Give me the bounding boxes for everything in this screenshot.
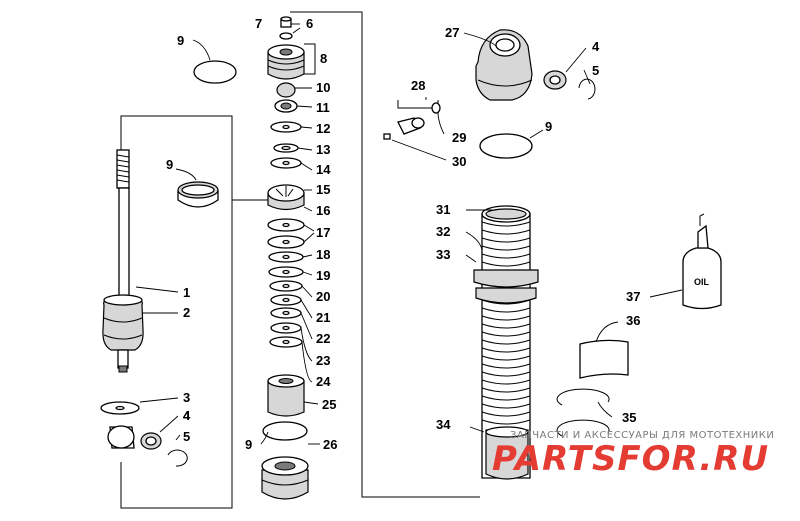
callout-labels: 1 2 3 4 5 6 7 8 9 10 11 12 13 14 15 16 1… [166,16,710,452]
callout-20: 20 [316,289,330,304]
callout-18: 18 [316,247,330,262]
callout-2: 2 [183,305,190,320]
callout-16: 16 [316,203,330,218]
shock-body [383,29,596,480]
callout-3: 3 [183,390,190,405]
callout-9-right: 9 [545,119,552,134]
callout-5: 5 [183,429,190,444]
callout-9-mid: 9 [166,157,173,172]
callout-5-right: 5 [592,63,599,78]
callout-30: 30 [452,154,466,169]
callout-6: 6 [306,16,313,31]
callout-31: 31 [436,202,450,217]
callout-23: 23 [316,353,330,368]
callout-27: 27 [445,25,459,40]
callout-17: 17 [316,225,330,240]
callout-11: 11 [316,100,330,115]
callout-25: 25 [322,397,336,412]
leader-lines [135,23,683,445]
o-ring-9-top [193,60,237,84]
shaft-assembly [100,149,188,467]
callout-14: 14 [316,162,331,177]
callout-37: 37 [626,289,640,304]
oil-bottle [682,213,722,310]
bearing-9-mid [177,181,219,208]
callout-12: 12 [316,121,330,136]
spring-retainer-rings [556,339,629,437]
callout-21: 21 [316,310,330,325]
callout-7: 7 [255,16,262,31]
callout-34: 34 [436,417,451,432]
callout-10: 10 [316,80,330,95]
assembly-frame-lines [120,11,480,509]
callout-15: 15 [316,182,330,197]
oil-label: OIL [694,277,710,287]
watermark-brand: PARTSFOR.RU [492,439,769,479]
callout-36: 36 [626,313,640,328]
callout-9-lower: 9 [245,437,252,452]
callout-4: 4 [183,408,191,423]
callout-24: 24 [316,374,331,389]
callout-13: 13 [316,142,330,157]
callout-9-top: 9 [177,33,184,48]
watermark-tagline: ЗАПЧАСТИ И АКСЕССУАРЫ ДЛЯ МОТОТЕХНИКИ [510,430,774,441]
callout-29: 29 [452,130,466,145]
callout-28: 28 [411,78,425,93]
callout-22: 22 [316,331,330,346]
callout-4-right: 4 [592,39,600,54]
callout-19: 19 [316,268,330,283]
watermark: ЗАПЧАСТИ И АКСЕССУАРЫ ДЛЯ МОТОТЕХНИКИ PA… [492,430,774,479]
callout-1: 1 [183,285,190,300]
callout-26: 26 [323,437,337,452]
callout-35: 35 [622,410,636,425]
callout-8: 8 [320,51,327,66]
valve-stack [261,16,309,500]
callout-32: 32 [436,224,450,239]
callout-33: 33 [436,247,450,262]
callout-4-left: 4 [183,408,191,423]
